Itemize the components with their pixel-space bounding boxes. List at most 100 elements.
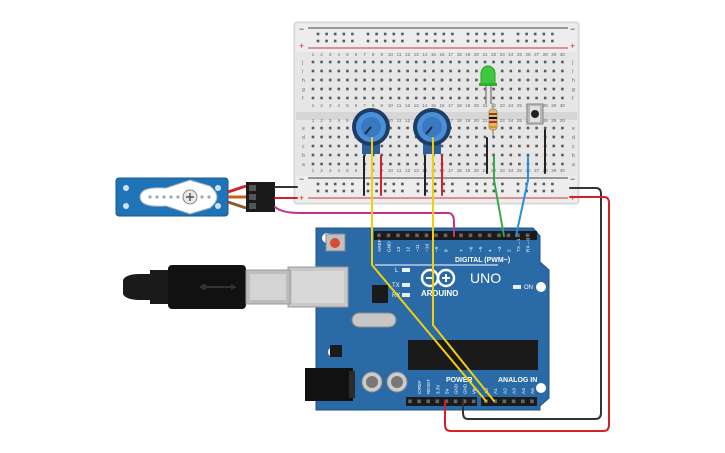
wire-servo-signal[interactable] xyxy=(274,206,455,237)
rail-hole xyxy=(316,32,320,36)
breadboard-hole xyxy=(449,78,452,82)
breadboard-hole xyxy=(440,144,444,148)
led-green[interactable] xyxy=(479,65,497,104)
servo-motor[interactable] xyxy=(115,177,275,217)
header-pin[interactable] xyxy=(426,399,430,404)
header-pin[interactable] xyxy=(459,233,463,238)
breadboard-column-number: 23 xyxy=(500,103,506,108)
header-pin[interactable] xyxy=(424,233,429,238)
breadboard-column-number: 13 xyxy=(414,103,420,108)
header-pin[interactable] xyxy=(435,399,440,404)
header-pin[interactable] xyxy=(471,399,476,404)
potentiometer-1[interactable] xyxy=(352,108,390,154)
usb-cable xyxy=(123,265,291,309)
rail-hole xyxy=(516,39,520,43)
breadboard-hole xyxy=(311,96,315,100)
header-pin[interactable] xyxy=(525,233,530,238)
header-pin[interactable] xyxy=(487,233,492,238)
rail-hole xyxy=(316,182,320,186)
header-pin[interactable] xyxy=(506,233,511,238)
breadboard-hole xyxy=(552,69,556,73)
header-pin[interactable] xyxy=(415,233,419,238)
wire-5v-loop[interactable] xyxy=(444,196,610,432)
header-pin[interactable] xyxy=(453,399,458,404)
wire-gnd-loop[interactable] xyxy=(462,187,602,420)
breadboard-hole xyxy=(526,60,530,64)
breadboard-hole xyxy=(518,96,521,100)
rail-hole xyxy=(433,32,437,36)
breadboard-column-number: 6 xyxy=(355,52,358,57)
header-pin[interactable] xyxy=(434,233,438,238)
breadboard-hole xyxy=(526,126,530,130)
header-pin[interactable] xyxy=(478,233,482,238)
pushbutton[interactable] xyxy=(526,103,544,125)
wire-pot2-a1[interactable] xyxy=(432,137,495,402)
header-pin[interactable] xyxy=(511,399,516,404)
breadboard-hole xyxy=(432,69,435,73)
header-pin[interactable] xyxy=(521,399,525,404)
breadboard-hole xyxy=(518,78,521,82)
power-pin-label: 5V xyxy=(444,388,449,394)
potentiometer-2[interactable] xyxy=(413,108,451,154)
servo-horn-hole xyxy=(176,195,180,199)
rail-hole xyxy=(351,32,354,36)
breadboard-hole xyxy=(561,126,564,130)
wire-led-pin[interactable] xyxy=(493,156,505,237)
header-pin[interactable] xyxy=(444,399,449,404)
rail-hole xyxy=(401,182,404,186)
header-pin[interactable] xyxy=(502,399,507,404)
breadboard-hole xyxy=(320,60,323,64)
breadboard-hole xyxy=(449,162,452,166)
breadboard-hole xyxy=(414,153,418,157)
breadboard-column-number: 12 xyxy=(405,103,411,108)
breadboard-column-number: 18 xyxy=(457,103,463,108)
resistor[interactable] xyxy=(488,103,498,136)
header-pin[interactable] xyxy=(468,233,473,238)
breadboard-hole xyxy=(397,144,401,148)
rail-hole xyxy=(451,32,454,36)
breadboard-column-number: 17 xyxy=(448,103,454,108)
breadboard-hole xyxy=(328,96,332,100)
header-pin[interactable] xyxy=(497,233,501,238)
header-pin[interactable] xyxy=(405,233,410,238)
breadboard-column-number: 11 xyxy=(397,52,402,57)
header-pin[interactable] xyxy=(386,233,391,238)
breadboard-row-letter: f xyxy=(302,96,304,102)
header-pin[interactable] xyxy=(493,399,497,404)
rail-hole xyxy=(392,182,396,186)
header-pin[interactable] xyxy=(462,399,467,404)
breadboard-row-letter: b xyxy=(572,153,575,159)
rail-hole xyxy=(542,182,546,186)
rail-hole xyxy=(342,32,346,36)
breadboard-column-number: 4 xyxy=(338,52,341,57)
breadboard-hole xyxy=(535,60,538,64)
header-pin[interactable] xyxy=(377,233,381,238)
header-pin[interactable] xyxy=(516,233,520,238)
breadboard-hole xyxy=(483,144,487,148)
wire-button-pin[interactable] xyxy=(515,156,529,237)
header-pin[interactable] xyxy=(417,399,421,404)
breadboard-column-number: 4 xyxy=(338,168,341,173)
wire-pot1-a0[interactable] xyxy=(371,137,487,402)
breadboard-column-number: 18 xyxy=(457,168,463,173)
breadboard-hole xyxy=(371,87,375,91)
analog-pin-label: A4 xyxy=(521,388,527,394)
breadboard-hole xyxy=(389,135,392,139)
breadboard-hole xyxy=(466,78,470,82)
breadboard-hole xyxy=(346,96,349,100)
header-pin[interactable] xyxy=(396,233,400,238)
header-pin[interactable] xyxy=(443,233,448,238)
rail-hole xyxy=(442,39,446,43)
header-pin[interactable] xyxy=(408,399,412,404)
rail-hole xyxy=(316,189,320,193)
breadboard-hole xyxy=(526,87,530,91)
rail-hole xyxy=(392,189,396,193)
breadboard-hole xyxy=(535,78,538,82)
breadboard-hole xyxy=(518,69,521,73)
breadboard-column-number: 8 xyxy=(372,168,375,173)
breadboard-hole xyxy=(457,87,461,91)
breadboard-hole xyxy=(363,69,366,73)
header-pin[interactable] xyxy=(530,399,534,404)
breadboard-hole xyxy=(311,60,315,64)
reset-button[interactable] xyxy=(325,233,346,252)
